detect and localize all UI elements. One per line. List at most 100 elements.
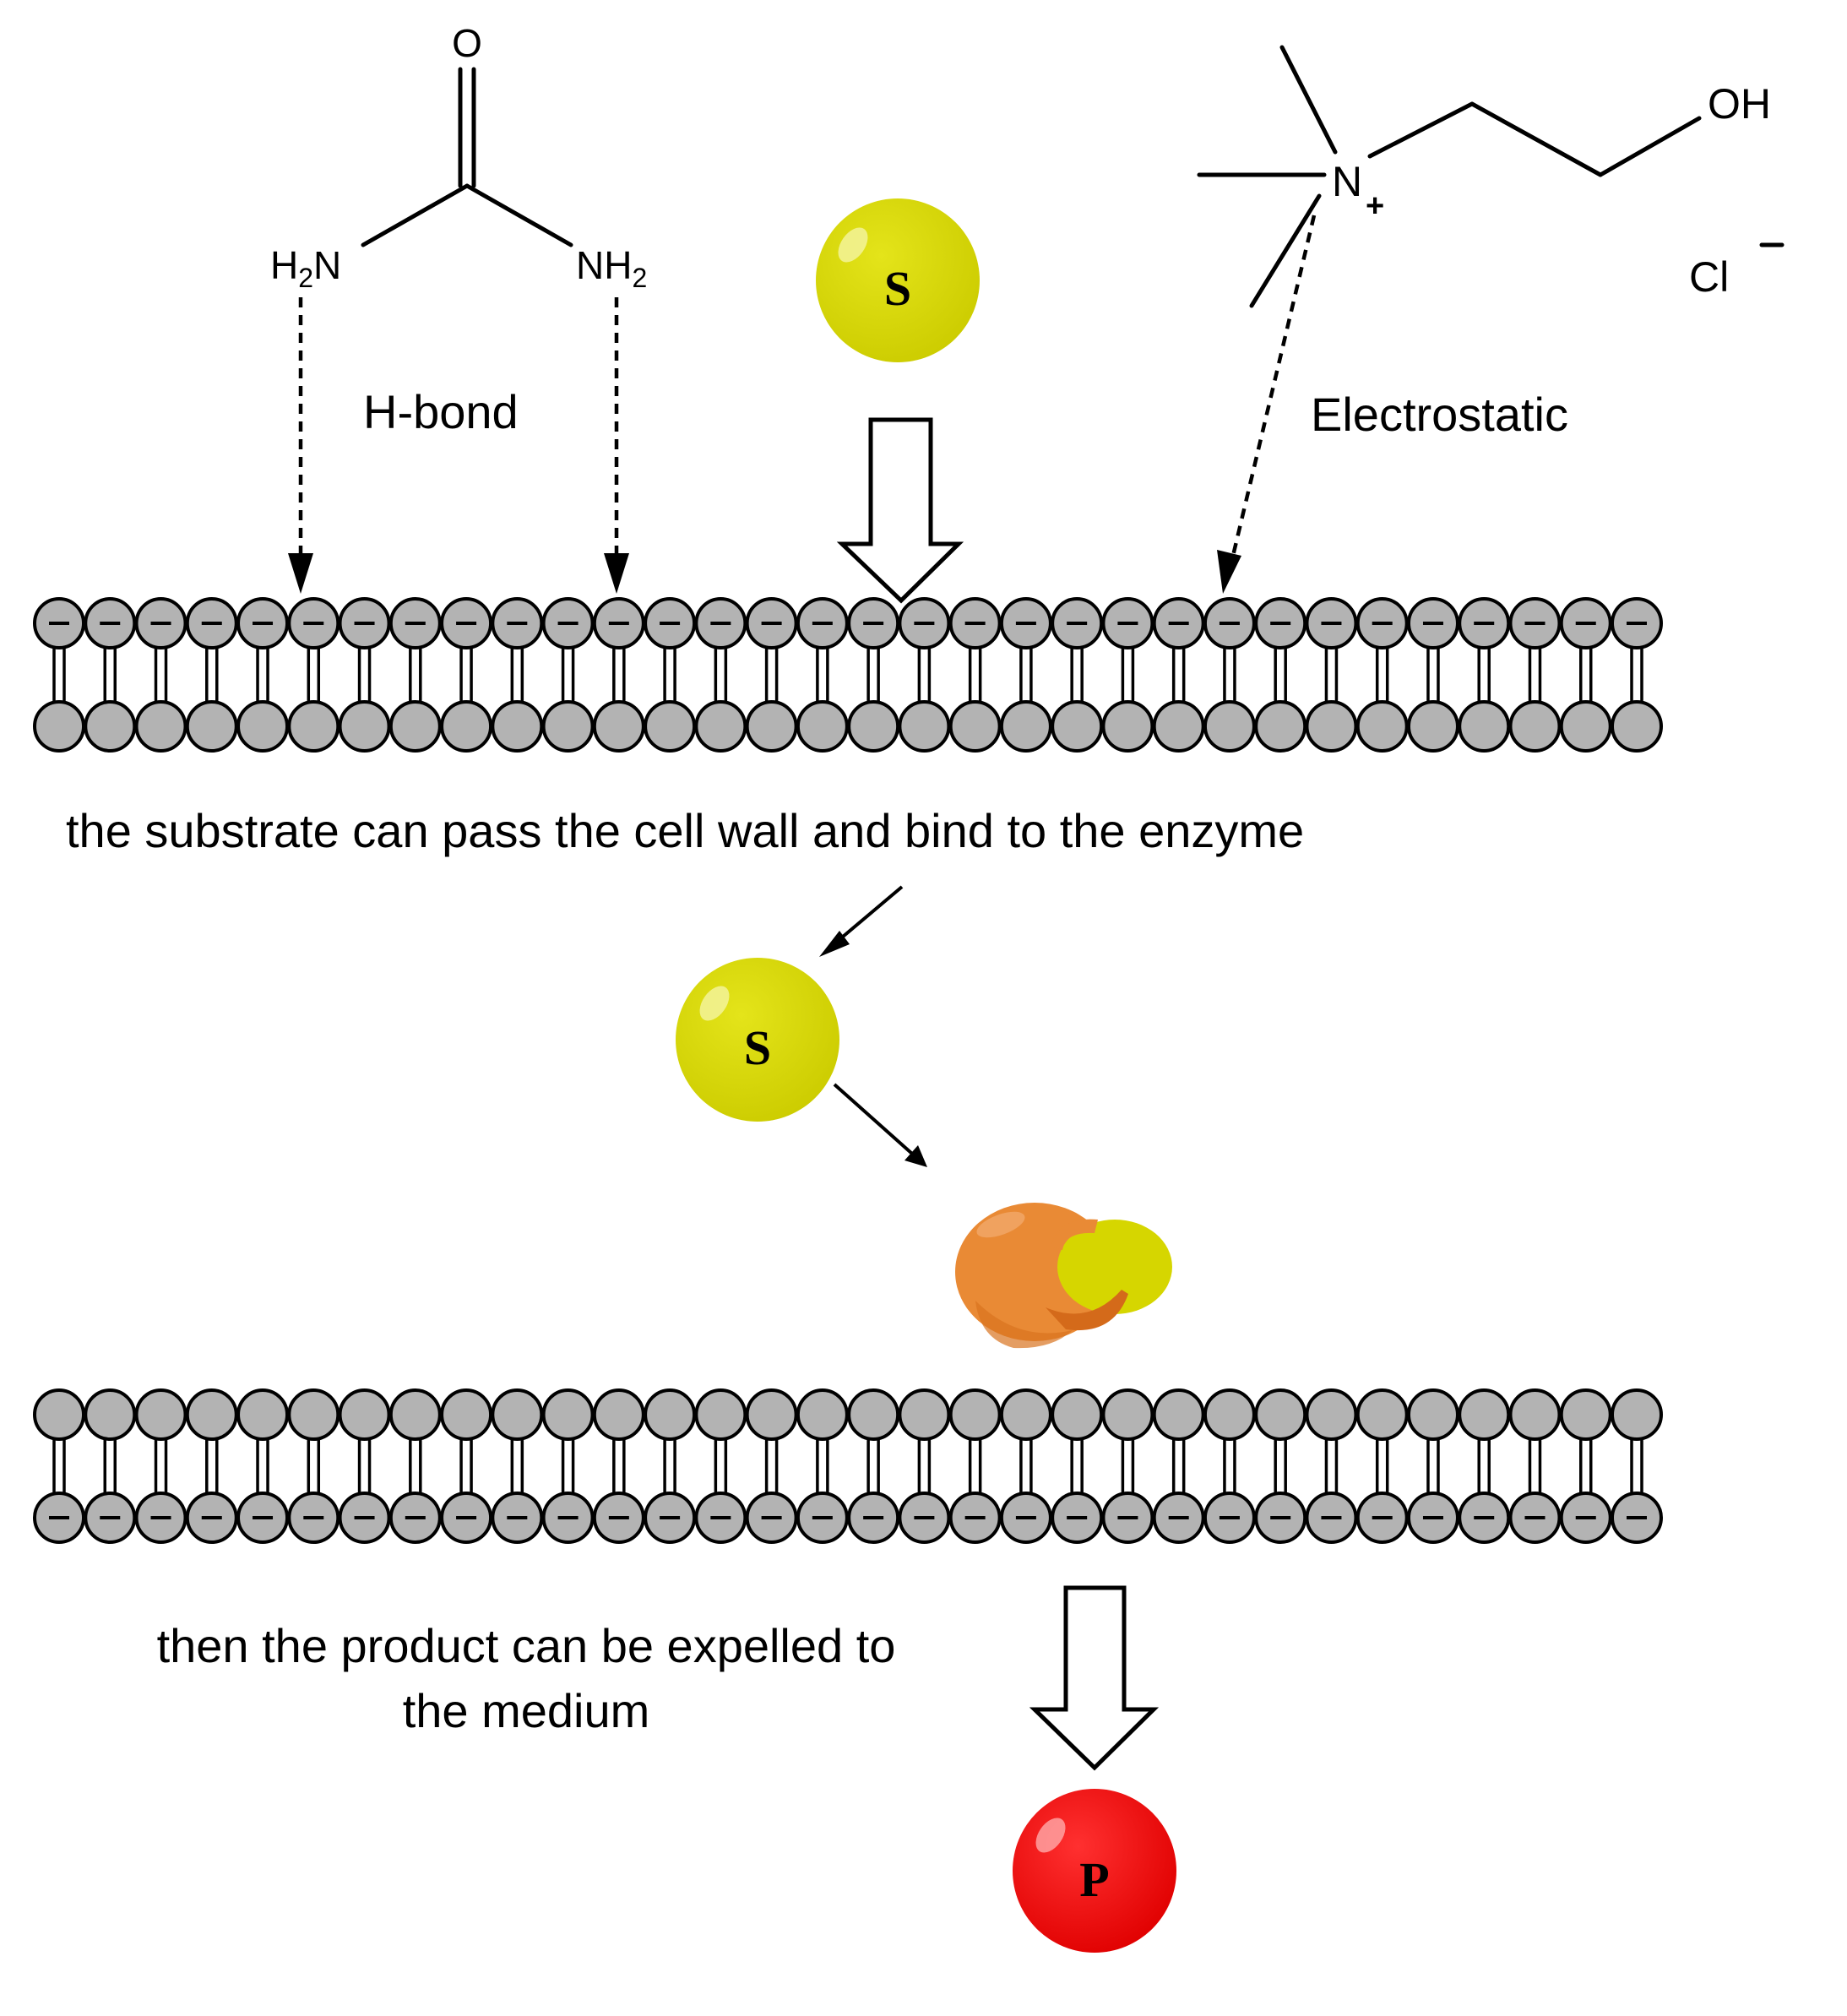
upper-membrane-lipid-head [847, 700, 900, 753]
lower-membrane-lipid [694, 1388, 747, 1544]
lower-membrane-lipid [491, 1388, 544, 1544]
electrostatic-label: Electrostatic [1311, 388, 1568, 441]
lower-membrane-lipid-head [1203, 1388, 1256, 1441]
upper-membrane-lipid-head [745, 700, 798, 753]
caption-expel-line1: then the product can be expelled to [157, 1619, 896, 1672]
membrane-upper [33, 597, 1663, 753]
lower-membrane-lipid-head [999, 1388, 1052, 1441]
upper-membrane-lipid-head [948, 700, 1002, 753]
lower-membrane-lipid-head [1611, 1388, 1663, 1441]
caption-expel-line2: the medium [403, 1684, 650, 1737]
entry-hollow-arrow [836, 417, 964, 604]
upper-membrane-lipid-head [440, 700, 493, 753]
lower-membrane-lipid [1203, 1388, 1256, 1544]
upper-membrane-lipid [1305, 597, 1358, 753]
upper-membrane-lipid-head [541, 700, 595, 753]
lower-membrane-lipid [84, 1388, 137, 1544]
hbond-arrow-right [604, 297, 629, 594]
caption-pass-wall: the substrate can pass the cell wall and… [66, 804, 1304, 857]
lower-membrane-lipid [1458, 1388, 1511, 1544]
lower-membrane-lipid [1152, 1388, 1205, 1544]
urea-nh2-right: NH2 [576, 243, 647, 293]
upper-membrane-lipid [999, 597, 1052, 753]
upper-membrane-lipid-head [1152, 700, 1205, 753]
lower-membrane-lipid [1559, 1388, 1612, 1544]
choline-chain-bond-3 [1598, 116, 1702, 177]
upper-membrane-lipid [1458, 597, 1511, 753]
upper-membrane-lipid [592, 597, 645, 753]
upper-membrane-lipid [84, 597, 137, 753]
upper-membrane-lipid [1355, 597, 1409, 753]
enzyme-clamp-top [1051, 1219, 1098, 1250]
upper-membrane-lipid [491, 597, 544, 753]
upper-membrane-lipid-head [338, 700, 391, 753]
upper-membrane-lipid-head [1101, 700, 1154, 753]
upper-membrane-lipid-head [592, 700, 645, 753]
lower-membrane-lipid-head [338, 1388, 391, 1441]
lower-membrane-lipid-head [33, 1388, 85, 1441]
upper-membrane-lipid-head [1559, 700, 1612, 753]
upper-membrane-lipid [898, 597, 951, 753]
urea-nh2-left: H2N [270, 243, 341, 293]
upper-membrane-lipid-head [1406, 700, 1459, 753]
lower-membrane-lipid [1611, 1388, 1663, 1544]
upper-membrane-lipid [1051, 597, 1104, 753]
choline-chain-bond-2 [1469, 101, 1603, 177]
bound-substrate [1057, 1220, 1172, 1314]
upper-membrane-lipid-head [1611, 700, 1663, 753]
urea-oxygen-label: O [452, 21, 482, 65]
lower-membrane-lipid [185, 1388, 238, 1544]
hbond-label: H-bond [363, 385, 519, 438]
substrate-mid-highlight [699, 986, 730, 1021]
upper-membrane-lipid-head [287, 700, 340, 753]
lower-membrane-lipid-head [694, 1388, 747, 1441]
chloride-label: Cl [1689, 253, 1729, 301]
lower-membrane-lipid-head [1101, 1388, 1154, 1441]
choline-plus-charge: + [1366, 188, 1384, 224]
upper-membrane-lipid-head [1355, 700, 1409, 753]
choline-chain-bond-1 [1367, 101, 1475, 159]
lower-membrane-lipid-head [134, 1388, 187, 1441]
lower-membrane-lipid [644, 1388, 697, 1544]
upper-membrane-lipid [440, 597, 493, 753]
lower-membrane-lipid-head [491, 1388, 544, 1441]
product-label: P [1079, 1852, 1109, 1907]
lower-membrane-lipid [1051, 1388, 1104, 1544]
urea-cn-bond-right [464, 183, 573, 247]
upper-membrane-lipid-head [999, 700, 1052, 753]
arrow-to-enzyme [833, 1083, 927, 1167]
upper-membrane-lipid-head [388, 700, 442, 753]
upper-membrane-lipid [745, 597, 798, 753]
upper-membrane-lipid [1101, 597, 1154, 753]
hbond-arrow-left [288, 297, 313, 594]
upper-membrane-lipid [1559, 597, 1612, 753]
lower-membrane-lipid [1508, 1388, 1562, 1544]
upper-membrane-lipid-head [796, 700, 849, 753]
lower-membrane-lipid [134, 1388, 187, 1544]
lower-membrane-lipid-head [388, 1388, 442, 1441]
lower-membrane-lipid [592, 1388, 645, 1544]
choline-hydroxyl-label: OH [1708, 80, 1771, 128]
choline-methyl-1 [1279, 45, 1338, 155]
lower-membrane-lipid [1406, 1388, 1459, 1544]
lower-membrane-lipid-head [898, 1388, 951, 1441]
upper-membrane-lipid [1611, 597, 1663, 753]
lower-membrane-lipid-head [592, 1388, 645, 1441]
substrate-mid: S [676, 958, 839, 1122]
upper-membrane-lipid-head [1458, 700, 1511, 753]
upper-membrane-lipid-head [1508, 700, 1562, 753]
upper-membrane-lipid-head [644, 700, 697, 753]
lower-membrane-lipid [541, 1388, 595, 1544]
lower-membrane-lipid [745, 1388, 798, 1544]
lower-membrane-lipid-head [796, 1388, 849, 1441]
substrate-top-highlight [838, 227, 868, 263]
lower-membrane-lipid-head [287, 1388, 340, 1441]
upper-membrane-lipid-head [694, 700, 747, 753]
lower-membrane-lipid [898, 1388, 951, 1544]
enzyme-clamp-bottom [1046, 1290, 1128, 1331]
lower-membrane-lipid-head [1051, 1388, 1104, 1441]
upper-membrane-lipid [694, 597, 747, 753]
upper-membrane-lipid [541, 597, 595, 753]
upper-membrane-lipid-head [236, 700, 290, 753]
substrate-mid-label: S [744, 1020, 771, 1075]
